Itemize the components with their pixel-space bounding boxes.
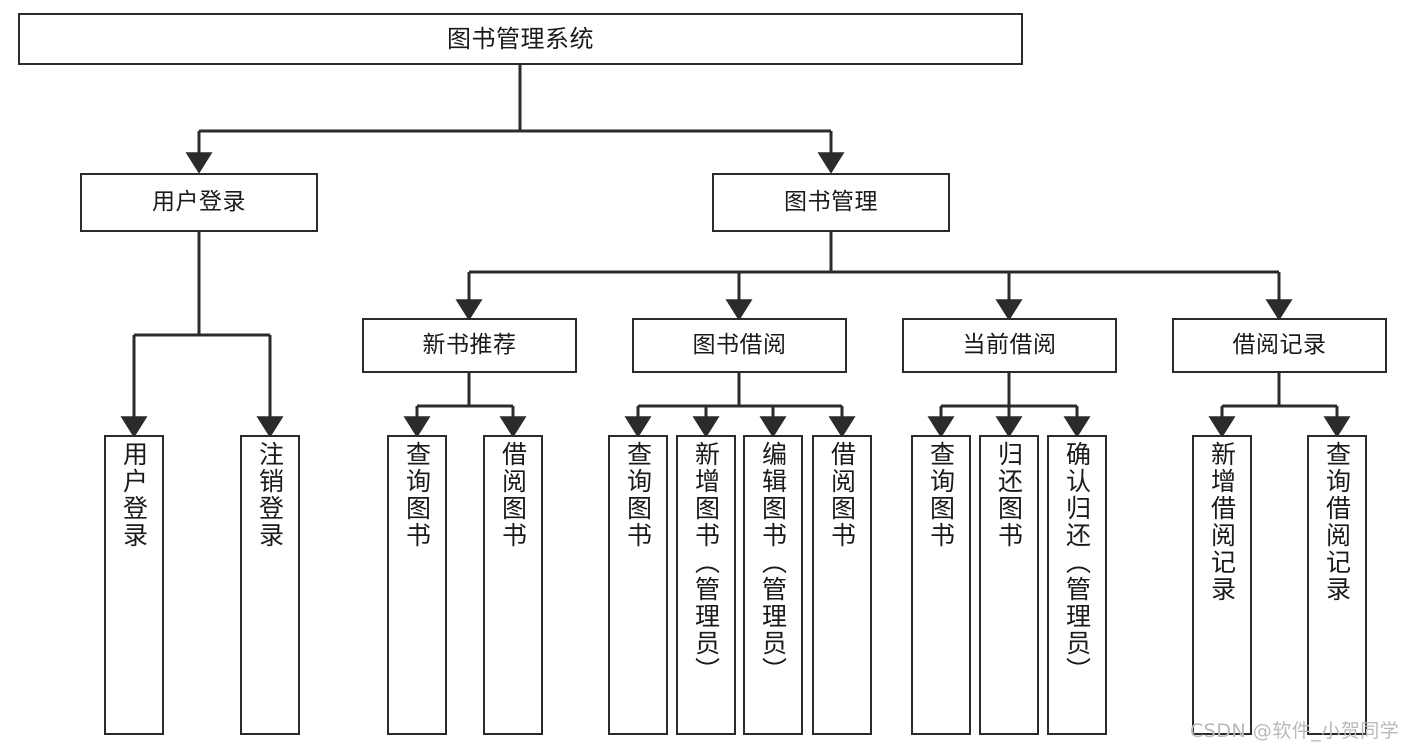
leaf-add-record[interactable]: 新增借阅记录 [1192, 435, 1252, 735]
node-book-borrow[interactable]: 图书借阅 [632, 318, 847, 373]
leaf-user-login-label: 用户登录 [119, 441, 149, 549]
node-book-manage-label: 图书管理 [784, 188, 878, 215]
leaf-user-logout-label: 注销登录 [255, 441, 285, 549]
node-current-borrow[interactable]: 当前借阅 [902, 318, 1117, 373]
node-borrow-record[interactable]: 借阅记录 [1172, 318, 1387, 373]
leaf-query-book-3[interactable]: 查询图书 [911, 435, 971, 735]
csdn-watermark: CSDN @软件_小贺同学 [1190, 720, 1400, 742]
leaf-edit-book-label: 编辑图书（管理员） [758, 441, 788, 684]
leaf-query-book-1[interactable]: 查询图书 [387, 435, 447, 735]
leaf-confirm-return[interactable]: 确认归还（管理员） [1047, 435, 1107, 735]
node-root[interactable]: 图书管理系统 [18, 13, 1023, 65]
node-root-label: 图书管理系统 [447, 24, 594, 53]
leaf-query-book-2[interactable]: 查询图书 [608, 435, 668, 735]
leaf-confirm-return-label: 确认归还（管理员） [1062, 441, 1092, 684]
leaf-borrow-book-1-label: 借阅图书 [498, 441, 528, 549]
leaf-edit-book[interactable]: 编辑图书（管理员） [743, 435, 803, 735]
leaf-query-book-2-label: 查询图书 [623, 441, 653, 549]
node-user-login[interactable]: 用户登录 [80, 173, 318, 232]
leaf-borrow-book-2-label: 借阅图书 [827, 441, 857, 549]
node-user-login-label: 用户登录 [152, 188, 246, 215]
leaf-query-record[interactable]: 查询借阅记录 [1307, 435, 1367, 735]
leaf-borrow-book-1[interactable]: 借阅图书 [483, 435, 543, 735]
leaf-add-record-label: 新增借阅记录 [1207, 441, 1237, 603]
leaf-return-book-label: 归还图书 [994, 441, 1024, 549]
leaf-user-login[interactable]: 用户登录 [104, 435, 164, 735]
node-new-book-recommend[interactable]: 新书推荐 [362, 318, 577, 373]
node-book-borrow-label: 图书借阅 [692, 331, 787, 358]
leaf-query-book-3-label: 查询图书 [926, 441, 956, 549]
leaf-add-book-label: 新增图书（管理员） [691, 441, 721, 684]
leaf-query-book-1-label: 查询图书 [402, 441, 432, 549]
node-new-book-recommend-label: 新书推荐 [422, 331, 517, 358]
leaf-add-book[interactable]: 新增图书（管理员） [676, 435, 736, 735]
leaf-user-logout[interactable]: 注销登录 [240, 435, 300, 735]
node-book-manage[interactable]: 图书管理 [712, 173, 950, 232]
leaf-query-record-label: 查询借阅记录 [1322, 441, 1352, 603]
node-current-borrow-label: 当前借阅 [962, 331, 1057, 358]
leaf-return-book[interactable]: 归还图书 [979, 435, 1039, 735]
leaf-borrow-book-2[interactable]: 借阅图书 [812, 435, 872, 735]
node-borrow-record-label: 借阅记录 [1232, 331, 1327, 358]
